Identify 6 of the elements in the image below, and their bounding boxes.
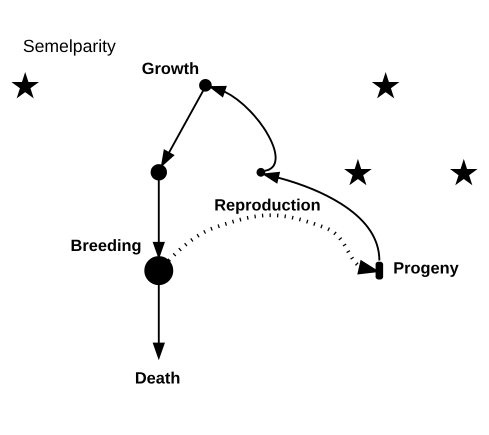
- diagram-title: Semelparity: [22, 36, 116, 56]
- node-label: Growth: [142, 59, 200, 78]
- node-label: Progeny: [393, 259, 459, 278]
- node-label: Breeding: [70, 236, 142, 254]
- node-text: Death: [134, 368, 180, 387]
- edge-label: Reproduction: [214, 196, 321, 214]
